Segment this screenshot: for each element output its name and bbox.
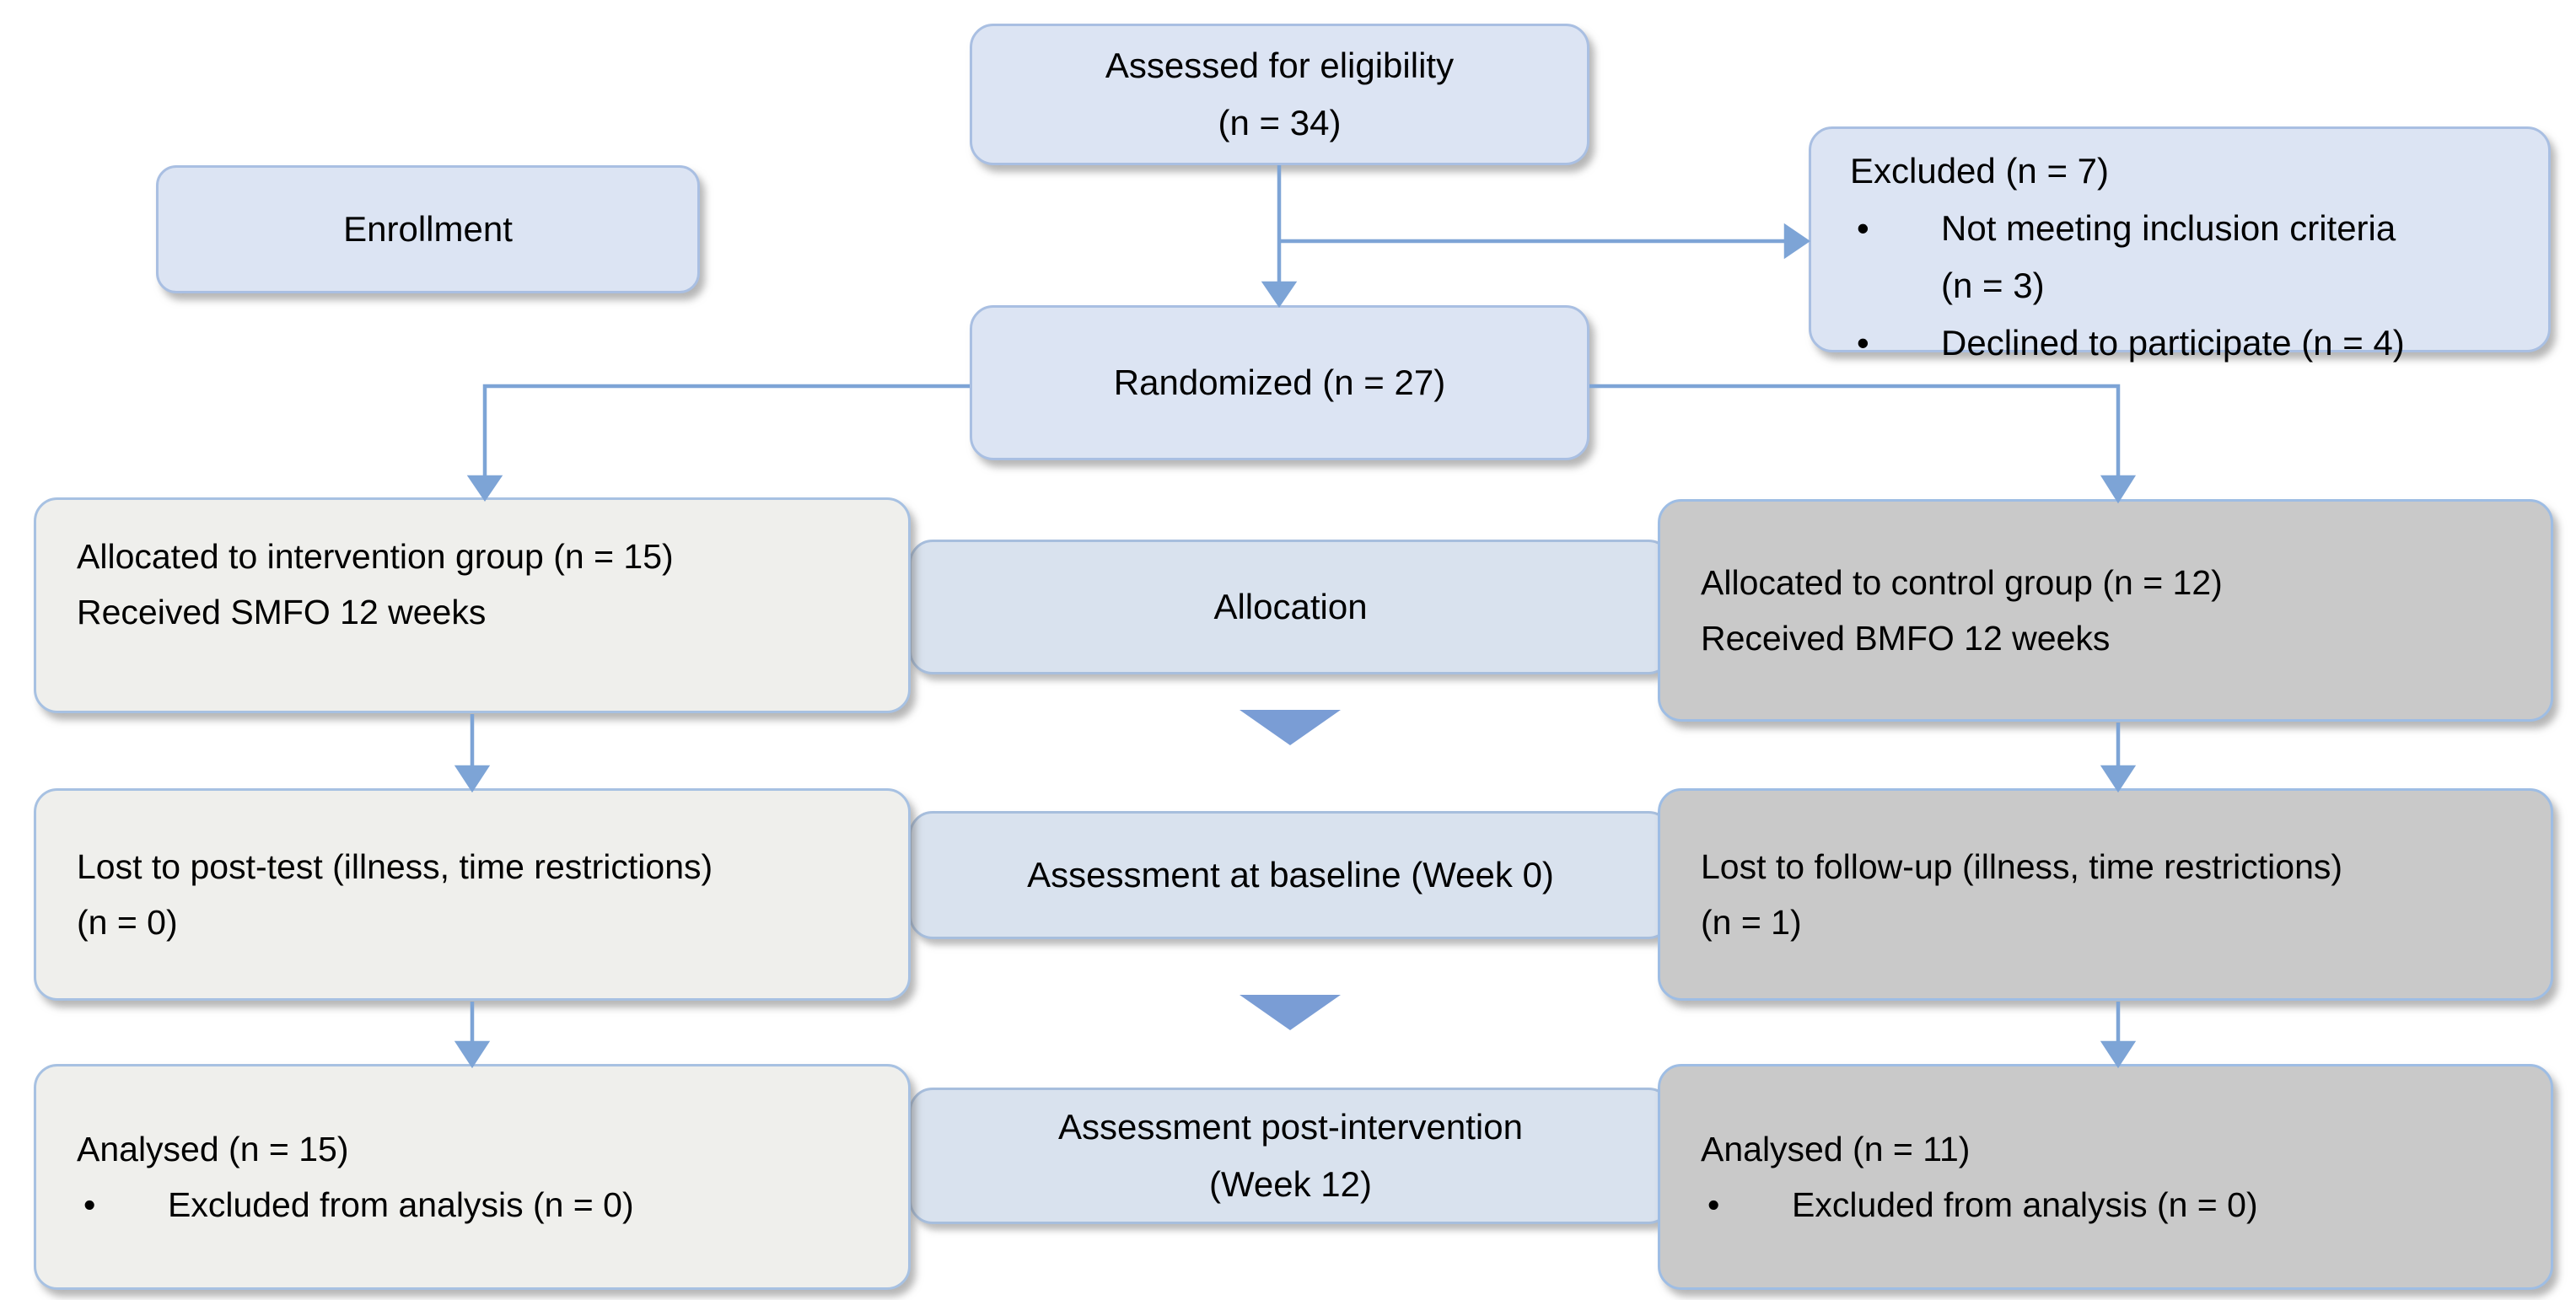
excluded-item-label: Declined to participate (n = 4): [1941, 323, 2405, 363]
baseline-stage-label: Assessment at baseline (Week 0): [1027, 854, 1554, 894]
stage-arrow-allocation-icon: [1240, 710, 1341, 745]
connector-intervention-lost-to-analysed: [454, 1002, 491, 1069]
intervention-analysed-title: Analysed (n = 15): [77, 1129, 349, 1168]
intervention-lost-label: Lost to post-test (illness, time restric…: [77, 846, 713, 942]
allocation-stage-box: Allocation: [909, 540, 1672, 674]
connector-randomized-to-intervention: [466, 384, 970, 502]
connector-intervention-alloc-to-lost: [454, 714, 491, 793]
connector-to-excluded: [1279, 223, 1811, 260]
enrollment-label: Enrollment: [343, 208, 513, 249]
control-lost-box: Lost to follow-up (illness, time restric…: [1658, 788, 2553, 1001]
bullet-icon: •: [83, 1185, 96, 1224]
bullet-icon: •: [1857, 323, 1869, 363]
bullet-icon: •: [1707, 1185, 1720, 1224]
baseline-stage-box: Assessment at baseline (Week 0): [909, 811, 1672, 939]
stage-arrow-baseline-icon: [1240, 995, 1341, 1030]
post-stage-box: Assessment post-intervention (Week 12): [909, 1088, 1672, 1224]
excluded-item: • Declined to participate (n = 4): [1850, 314, 2518, 372]
excluded-title: Excluded (n = 7): [1850, 151, 2110, 191]
excluded-box: Excluded (n = 7) • Not meeting inclusion…: [1809, 126, 2551, 363]
control-analysed-box: Analysed (n = 11) • Excluded from analys…: [1658, 1064, 2553, 1290]
intervention-allocation-box: Allocated to intervention group (n = 15)…: [34, 497, 911, 713]
randomized-label: Randomized (n = 27): [1113, 362, 1446, 402]
excluded-item-label: Not meeting inclusion criteria (n = 3): [1941, 208, 2396, 306]
randomized-box: Randomized (n = 27): [970, 305, 1589, 460]
intervention-allocation-label: Allocated to intervention group (n = 15)…: [77, 537, 674, 632]
connector-assessed-to-randomized: [1261, 165, 1298, 309]
intervention-analysed-item-label: Excluded from analysis (n = 0): [168, 1185, 634, 1224]
control-allocation-label: Allocated to control group (n = 12) Rece…: [1701, 562, 2223, 658]
control-lost-label: Lost to follow-up (illness, time restric…: [1701, 846, 2343, 942]
allocation-stage-label: Allocation: [1213, 586, 1368, 626]
excluded-item: • Not meeting inclusion criteria (n = 3): [1850, 200, 2518, 314]
connector-randomized-to-control: [1589, 384, 2137, 504]
bullet-icon: •: [1857, 208, 1869, 249]
intervention-lost-box: Lost to post-test (illness, time restric…: [34, 788, 911, 1001]
control-analysed-title: Analysed (n = 11): [1701, 1129, 1971, 1168]
analysed-item: • Excluded from analysis (n = 0): [77, 1177, 868, 1233]
analysed-item: • Excluded from analysis (n = 0): [1701, 1177, 2510, 1233]
control-analysed-item-label: Excluded from analysis (n = 0): [1792, 1185, 2258, 1224]
assessed-box: Assessed for eligibility (n = 34): [970, 24, 1589, 165]
control-allocation-box: Allocated to control group (n = 12) Rece…: [1658, 499, 2553, 722]
intervention-analysed-box: Analysed (n = 15) • Excluded from analys…: [34, 1064, 911, 1290]
connector-control-lost-to-analysed: [2100, 1002, 2137, 1069]
enrollment-box: Enrollment: [156, 165, 700, 293]
assessed-label: Assessed for eligibility (n = 34): [1105, 45, 1455, 142]
connector-control-alloc-to-lost: [2100, 723, 2137, 793]
post-stage-label: Assessment post-intervention (Week 12): [1058, 1106, 1523, 1204]
